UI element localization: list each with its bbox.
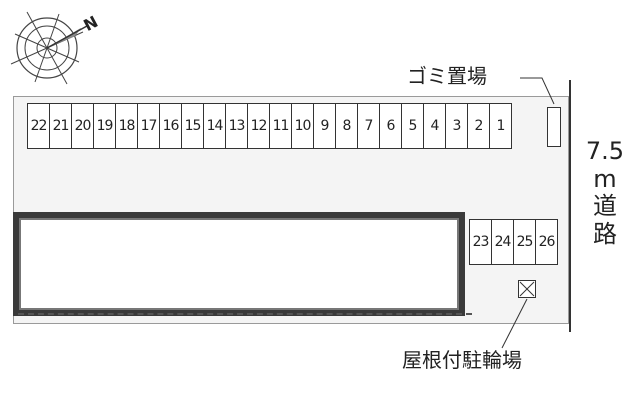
north-arrow-compass-icon: [10, 11, 88, 85]
parking-slot: 12: [247, 103, 270, 149]
road-label: 7.5 m 道 路: [582, 137, 628, 248]
garbage-area-label: ゴミ置場: [407, 64, 487, 88]
boundary-dashed-line: [18, 313, 472, 315]
parking-slot: 26: [535, 219, 558, 265]
parking-slot: 22: [27, 103, 50, 149]
road-name-1: 道: [593, 192, 617, 221]
road-boundary-line: [569, 80, 571, 332]
garbage-area-marker: [547, 107, 561, 147]
parking-slot: 21: [49, 103, 72, 149]
apartment-building: [13, 212, 465, 316]
parking-slot: 19: [93, 103, 116, 149]
parking-slot: 6: [379, 103, 402, 149]
bicycle-parking-marker: [518, 280, 536, 298]
parking-slot: 1: [489, 103, 512, 149]
road-unit: m: [593, 164, 617, 193]
cross-box-icon: [519, 281, 535, 297]
parking-slot: 2: [467, 103, 490, 149]
road-width: 7.5: [585, 137, 625, 165]
parking-slot: 14: [203, 103, 226, 149]
bicycle-parking-label: 屋根付駐輪場: [402, 348, 522, 372]
parking-slot: 25: [513, 219, 536, 265]
road-name-2: 路: [593, 219, 617, 248]
